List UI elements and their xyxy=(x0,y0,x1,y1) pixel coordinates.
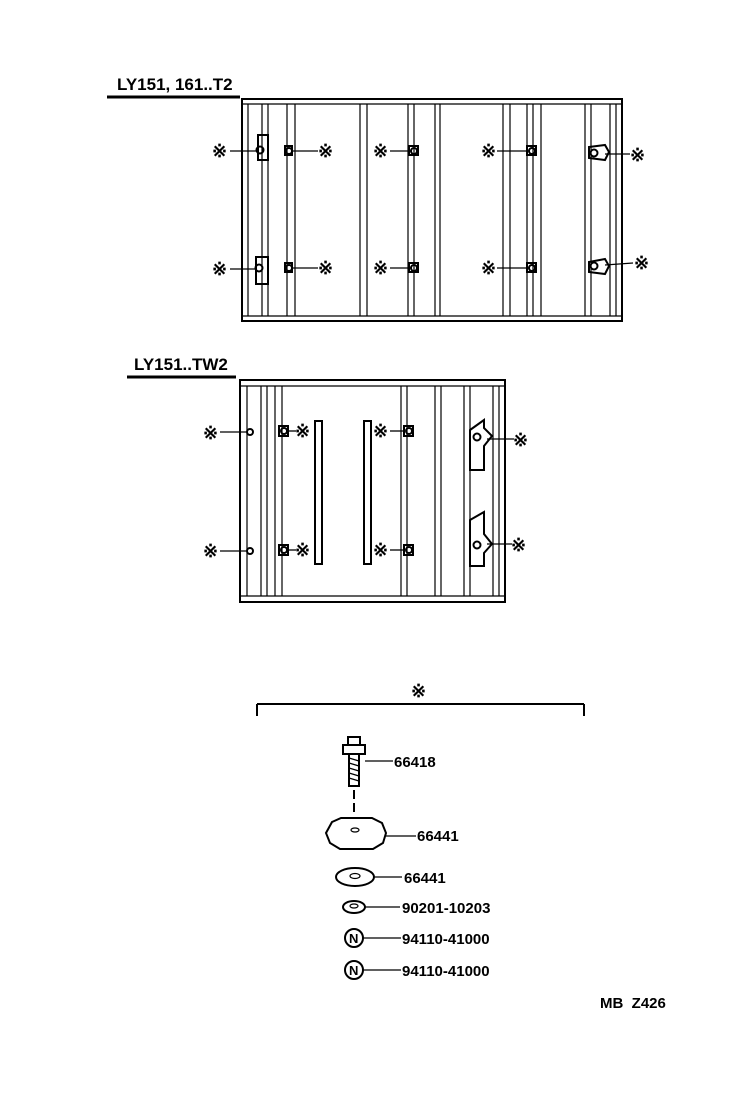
large-washer-icon xyxy=(324,817,388,850)
asterisk-mark: ※ xyxy=(295,540,310,560)
figure-code: MB Z426 xyxy=(600,995,666,1012)
upper-leader-lines xyxy=(230,150,634,270)
asterisk-mark: ※ xyxy=(373,540,388,560)
lower-asterisk-marks: ※ ※ ※ ※ ※ ※ ※ ※ xyxy=(203,421,528,561)
asterisk-mark: ※ xyxy=(203,423,218,443)
part-number: 66441 xyxy=(404,870,446,887)
asterisk-mark: ※ xyxy=(373,258,388,278)
part-number: 66441 xyxy=(417,828,459,845)
upper-asterisk-marks: ※ ※ ※ ※ ※ ※ ※ ※ ※ ※ xyxy=(212,141,649,279)
asterisk-mark: ※ xyxy=(373,141,388,161)
upper-deck-frame xyxy=(241,98,623,322)
asterisk-mark: ※ xyxy=(295,421,310,441)
upper-section-title: LY151, 161..T2 xyxy=(117,75,233,94)
asterisk-mark: ※ xyxy=(318,258,333,278)
part-number: 66418 xyxy=(394,754,436,771)
part-number: 94110-41000 xyxy=(402,963,490,980)
small-washer-icon xyxy=(342,900,366,914)
asterisk-mark: ※ xyxy=(481,258,496,278)
asterisk-mark: ※ xyxy=(411,681,426,701)
part-number: 94110-41000 xyxy=(402,931,490,948)
asterisk-mark: ※ xyxy=(318,141,333,161)
asterisk-mark: ※ xyxy=(513,430,528,450)
upper-brackets xyxy=(254,134,611,285)
medium-washer-icon xyxy=(335,867,375,887)
lower-deck-frame xyxy=(239,379,506,603)
asterisk-mark: ※ xyxy=(212,141,227,161)
part-number: 90201-10203 xyxy=(402,900,490,917)
asterisk-mark: ※ xyxy=(511,535,526,555)
nut-icon: N xyxy=(344,960,364,980)
lower-section-title: LY151..TW2 xyxy=(134,355,228,374)
nut-symbol: N xyxy=(349,963,358,978)
asterisk-mark: ※ xyxy=(634,253,649,273)
nut-icon: N xyxy=(344,928,364,948)
lower-leader-lines xyxy=(220,430,514,552)
assembly-bracket: ※ xyxy=(256,681,585,716)
nut-symbol: N xyxy=(349,931,358,946)
asterisk-mark: ※ xyxy=(212,259,227,279)
asterisk-mark: ※ xyxy=(630,145,645,165)
asterisk-mark: ※ xyxy=(373,421,388,441)
lower-brackets xyxy=(246,418,494,567)
asterisk-mark: ※ xyxy=(481,141,496,161)
bolt-icon xyxy=(342,736,366,812)
asterisk-mark: ※ xyxy=(203,541,218,561)
